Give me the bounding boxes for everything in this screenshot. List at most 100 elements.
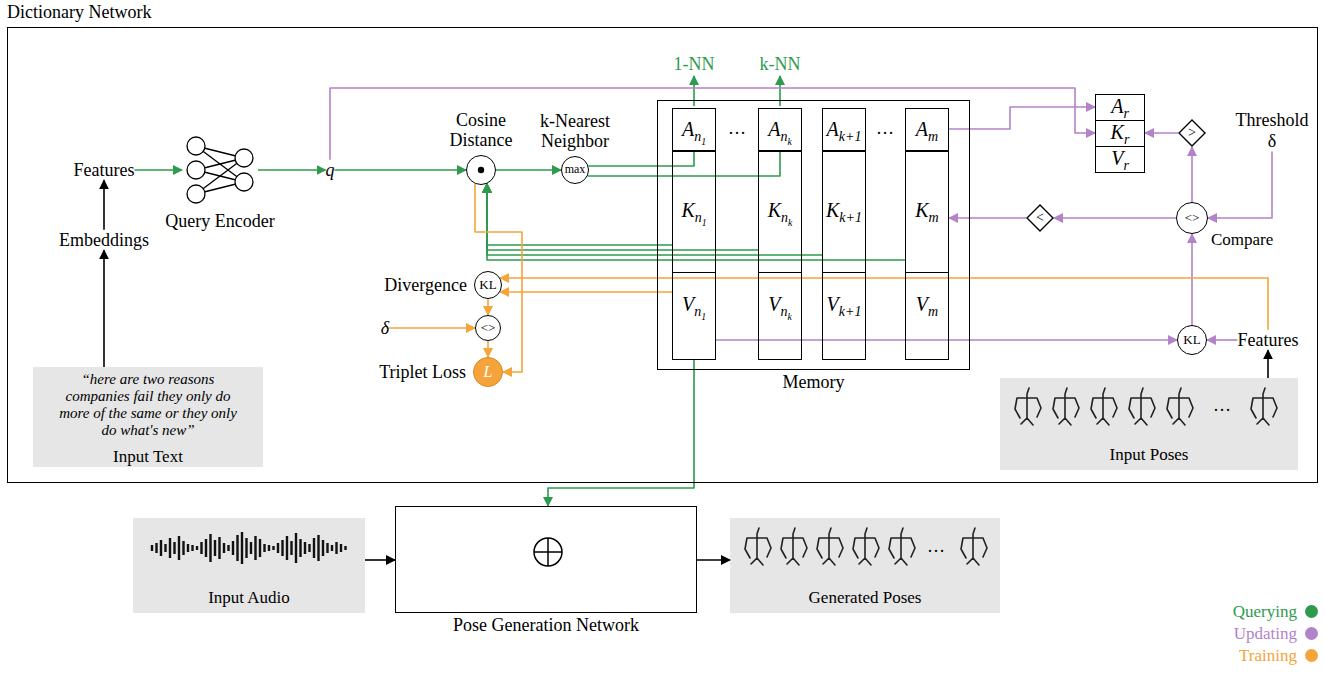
memory-cell: Ak+1 xyxy=(822,108,866,152)
diamond-shape xyxy=(1179,120,1205,146)
audio-waveform xyxy=(152,532,346,564)
symbol-label: δ xyxy=(381,318,389,339)
input-poses-panel xyxy=(1000,378,1298,470)
knn-max-op: k-Nearest Neighbormax xyxy=(561,156,589,184)
connector xyxy=(487,184,672,245)
connector xyxy=(487,184,758,250)
greater-decision-diamond: > xyxy=(1178,119,1206,147)
memory-cell: Vnk xyxy=(758,272,802,360)
connector xyxy=(330,88,1095,160)
panel-label: Input Audio xyxy=(208,588,290,608)
memory-cell: Knk xyxy=(758,150,802,273)
connector xyxy=(103,250,105,367)
operator-label: Divergence xyxy=(384,275,467,296)
neural-net-icon xyxy=(187,137,253,203)
nn-leader-arrows xyxy=(694,76,780,106)
connector xyxy=(135,169,183,171)
diamond-shape xyxy=(1027,205,1053,231)
delta-label: δ xyxy=(381,318,389,339)
legend-swatch xyxy=(1305,605,1318,618)
legend-text: Updating xyxy=(1234,624,1297,644)
decision-symbol: < xyxy=(1036,210,1044,226)
divergence-op: DivergenceKL xyxy=(474,271,502,299)
nn-label: 1-NN xyxy=(674,54,715,75)
caption-label: Query Encoder xyxy=(165,211,274,232)
generated-pose-figures xyxy=(745,528,987,565)
memory-entry: Km xyxy=(915,199,938,222)
memory-entry: Ank xyxy=(768,118,792,142)
caption-label: Memory xyxy=(783,372,845,393)
input-poses-box: Input Poses xyxy=(1000,378,1298,470)
legend-swatch xyxy=(1305,649,1318,662)
memory-entry: An1 xyxy=(682,118,706,142)
memory-cell: Km xyxy=(905,150,949,273)
input-text-panel xyxy=(33,367,263,467)
connector xyxy=(487,299,489,315)
less-decision-diamond: < xyxy=(1026,204,1054,232)
memory-cell: Vn1 xyxy=(672,272,716,360)
connector xyxy=(365,559,395,561)
connector xyxy=(500,291,672,293)
compare-op: <>Compare xyxy=(1176,202,1208,234)
connector xyxy=(1191,147,1193,202)
connector xyxy=(475,184,522,372)
memory-entry: Knk xyxy=(768,199,793,223)
symbol-label: q xyxy=(326,160,335,181)
ellipsis: … xyxy=(1213,395,1231,416)
new-entry-cell: Vr xyxy=(1095,146,1145,173)
connector xyxy=(1208,151,1272,218)
pose-generation-box: Pose Generation Network xyxy=(395,506,697,613)
connector xyxy=(1191,234,1193,325)
features-label: Features xyxy=(1238,330,1299,351)
memory-cell: Vm xyxy=(905,272,949,360)
connector xyxy=(335,169,467,171)
new-entry-cell: Kr xyxy=(1095,120,1145,147)
embeddings-label: Embeddings xyxy=(59,230,149,251)
node-label: Threshold δ xyxy=(1232,110,1312,151)
connector xyxy=(1145,132,1178,134)
dot-product-symbol xyxy=(478,167,484,173)
legend-row: Updating xyxy=(1234,624,1318,644)
legend-swatch xyxy=(1305,627,1318,640)
legend-row: Querying xyxy=(1233,602,1318,622)
connector xyxy=(697,559,730,561)
features-label: Features xyxy=(74,160,135,181)
generated-poses-box: Generated Poses xyxy=(730,518,1000,613)
query-encoder: Query Encoder xyxy=(182,132,258,208)
node-label: Features xyxy=(1238,330,1299,351)
memory-entry: Kn1 xyxy=(681,199,706,223)
memory-cell: Ank xyxy=(758,108,802,152)
memory-entry: Kk+1 xyxy=(826,199,862,222)
caption-label: Pose Generation Network xyxy=(453,615,639,636)
new-entry-cell: Ar xyxy=(1095,94,1145,121)
generated-poses-panel xyxy=(730,518,1000,613)
legend-row: Training xyxy=(1239,646,1318,666)
connector xyxy=(103,180,105,229)
memory-cell: Kk+1 xyxy=(822,150,866,273)
decision-symbol: > xyxy=(1188,125,1196,141)
frame-title: Dictionary Network xyxy=(7,2,151,23)
input-pose-figures xyxy=(1015,388,1277,425)
memory-cell: Am xyxy=(905,108,949,152)
connector xyxy=(588,152,694,166)
kl-op: KL xyxy=(1177,325,1207,355)
memory-entry: Vnk xyxy=(768,293,792,317)
legend-text: Querying xyxy=(1233,602,1297,622)
operator-symbol: max xyxy=(565,163,586,177)
operator-symbol: L xyxy=(484,363,493,381)
operator-label: Cosine Distance xyxy=(441,110,521,151)
query-vector: q xyxy=(326,160,335,181)
legend-text: Training xyxy=(1239,646,1297,666)
connector xyxy=(258,169,326,171)
operator-label: Triplet Loss xyxy=(379,362,466,383)
panel-label: Input Poses xyxy=(1110,445,1189,465)
memory-entry: Vm xyxy=(916,293,938,316)
operator-symbol: KL xyxy=(1183,333,1200,348)
input-audio-box: Input Audio xyxy=(133,518,365,613)
ellipsis: … xyxy=(728,118,746,139)
connector xyxy=(487,341,489,357)
operator-symbol: KL xyxy=(479,278,496,293)
input-text-box: “here are two reasons companies fail the… xyxy=(33,367,263,472)
node-label: Embeddings xyxy=(59,230,149,251)
